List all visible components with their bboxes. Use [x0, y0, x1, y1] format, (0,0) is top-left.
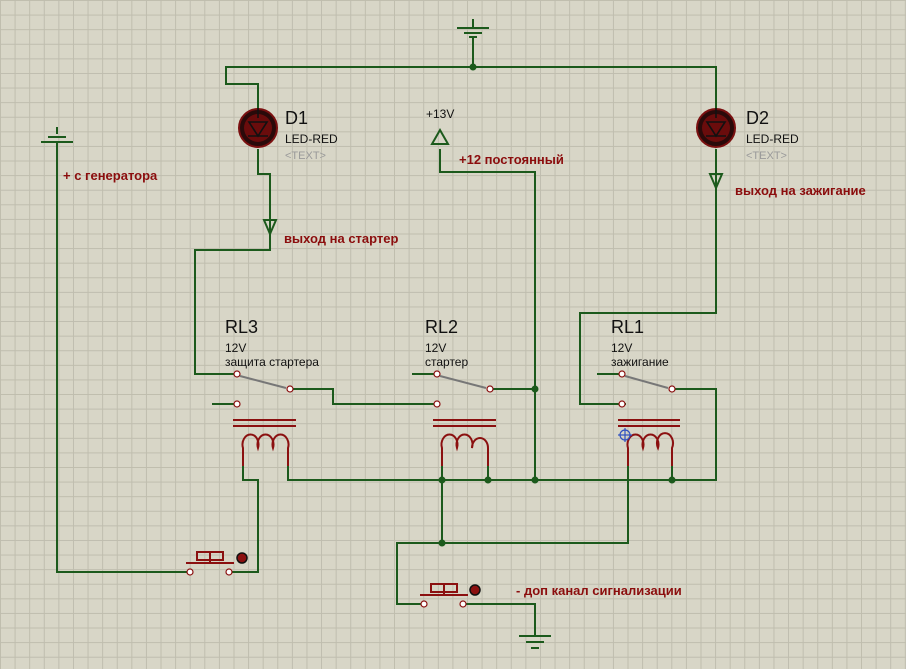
note-alarm: - доп канал сигнализации	[516, 583, 682, 598]
junctions	[438, 63, 676, 547]
wire-alarm-loop	[396, 465, 629, 605]
relay-rl3-voltage: 12V	[225, 341, 246, 355]
output-arrow-starter	[262, 219, 278, 237]
led-d2-text: <TEXT>	[746, 150, 787, 162]
wire-rl3-rl2	[289, 388, 438, 405]
led-d1-value: LED-RED	[285, 132, 338, 146]
led-d2-value: LED-RED	[746, 132, 799, 146]
output-arrow-ignition	[708, 173, 724, 191]
power-label-13v: +13V	[426, 107, 454, 121]
ground-symbol-generator	[41, 127, 73, 143]
note-generator: + с генератора	[63, 168, 158, 183]
relay-rl2-voltage: 12V	[425, 341, 446, 355]
ground-symbol-top	[457, 19, 489, 38]
relay-rl2	[433, 370, 496, 466]
wire-alarm-ground	[465, 603, 536, 637]
wire-rl1-common	[671, 388, 717, 481]
note-constant: +12 постоянный	[459, 152, 564, 167]
led-d1-text: <TEXT>	[285, 150, 326, 162]
wire-d2-to-rl1	[579, 149, 717, 405]
wire-rl3-coil-left	[231, 465, 259, 573]
junction-dot	[531, 476, 539, 484]
led-d1-ref: D1	[285, 108, 308, 128]
junction-dot	[438, 476, 446, 484]
junction-dot	[668, 476, 676, 484]
relay-rl2-ref: RL2	[425, 317, 458, 337]
pushbutton-generator[interactable]	[186, 551, 248, 576]
relay-rl1-ref: RL1	[611, 317, 644, 337]
pushbutton-alarm[interactable]	[420, 583, 481, 608]
junction-dot	[438, 539, 446, 547]
junction-dot	[484, 476, 492, 484]
note-starter-out: выход на стартер	[284, 231, 399, 246]
relay-rl3	[233, 370, 296, 466]
relay-rl1	[618, 370, 680, 466]
relay-rl3-label: защита стартера	[225, 355, 319, 369]
wire-generator	[56, 141, 187, 573]
relay-rl1-voltage: 12V	[611, 341, 632, 355]
note-ignition-out: выход на зажигание	[735, 183, 866, 198]
wires	[56, 37, 717, 637]
led-d2	[696, 108, 736, 148]
ground-symbol-alarm	[519, 635, 551, 649]
led-d1	[238, 108, 278, 148]
junction-dot	[531, 385, 539, 393]
relay-rl2-label: стартер	[425, 355, 468, 369]
cursor-crosshair-icon	[618, 428, 632, 442]
wire-coil-bus	[287, 465, 717, 481]
wire-constant	[439, 149, 536, 481]
junction-dot	[469, 63, 477, 71]
led-d2-ref: D2	[746, 108, 769, 128]
wire-d1-to-rl3	[194, 149, 271, 375]
relay-rl1-label: зажигание	[611, 355, 669, 369]
wire-d1-anode	[225, 83, 259, 109]
wire-top-bus	[225, 66, 717, 109]
power-arrow-13v	[430, 127, 450, 145]
relay-rl3-ref: RL3	[225, 317, 258, 337]
